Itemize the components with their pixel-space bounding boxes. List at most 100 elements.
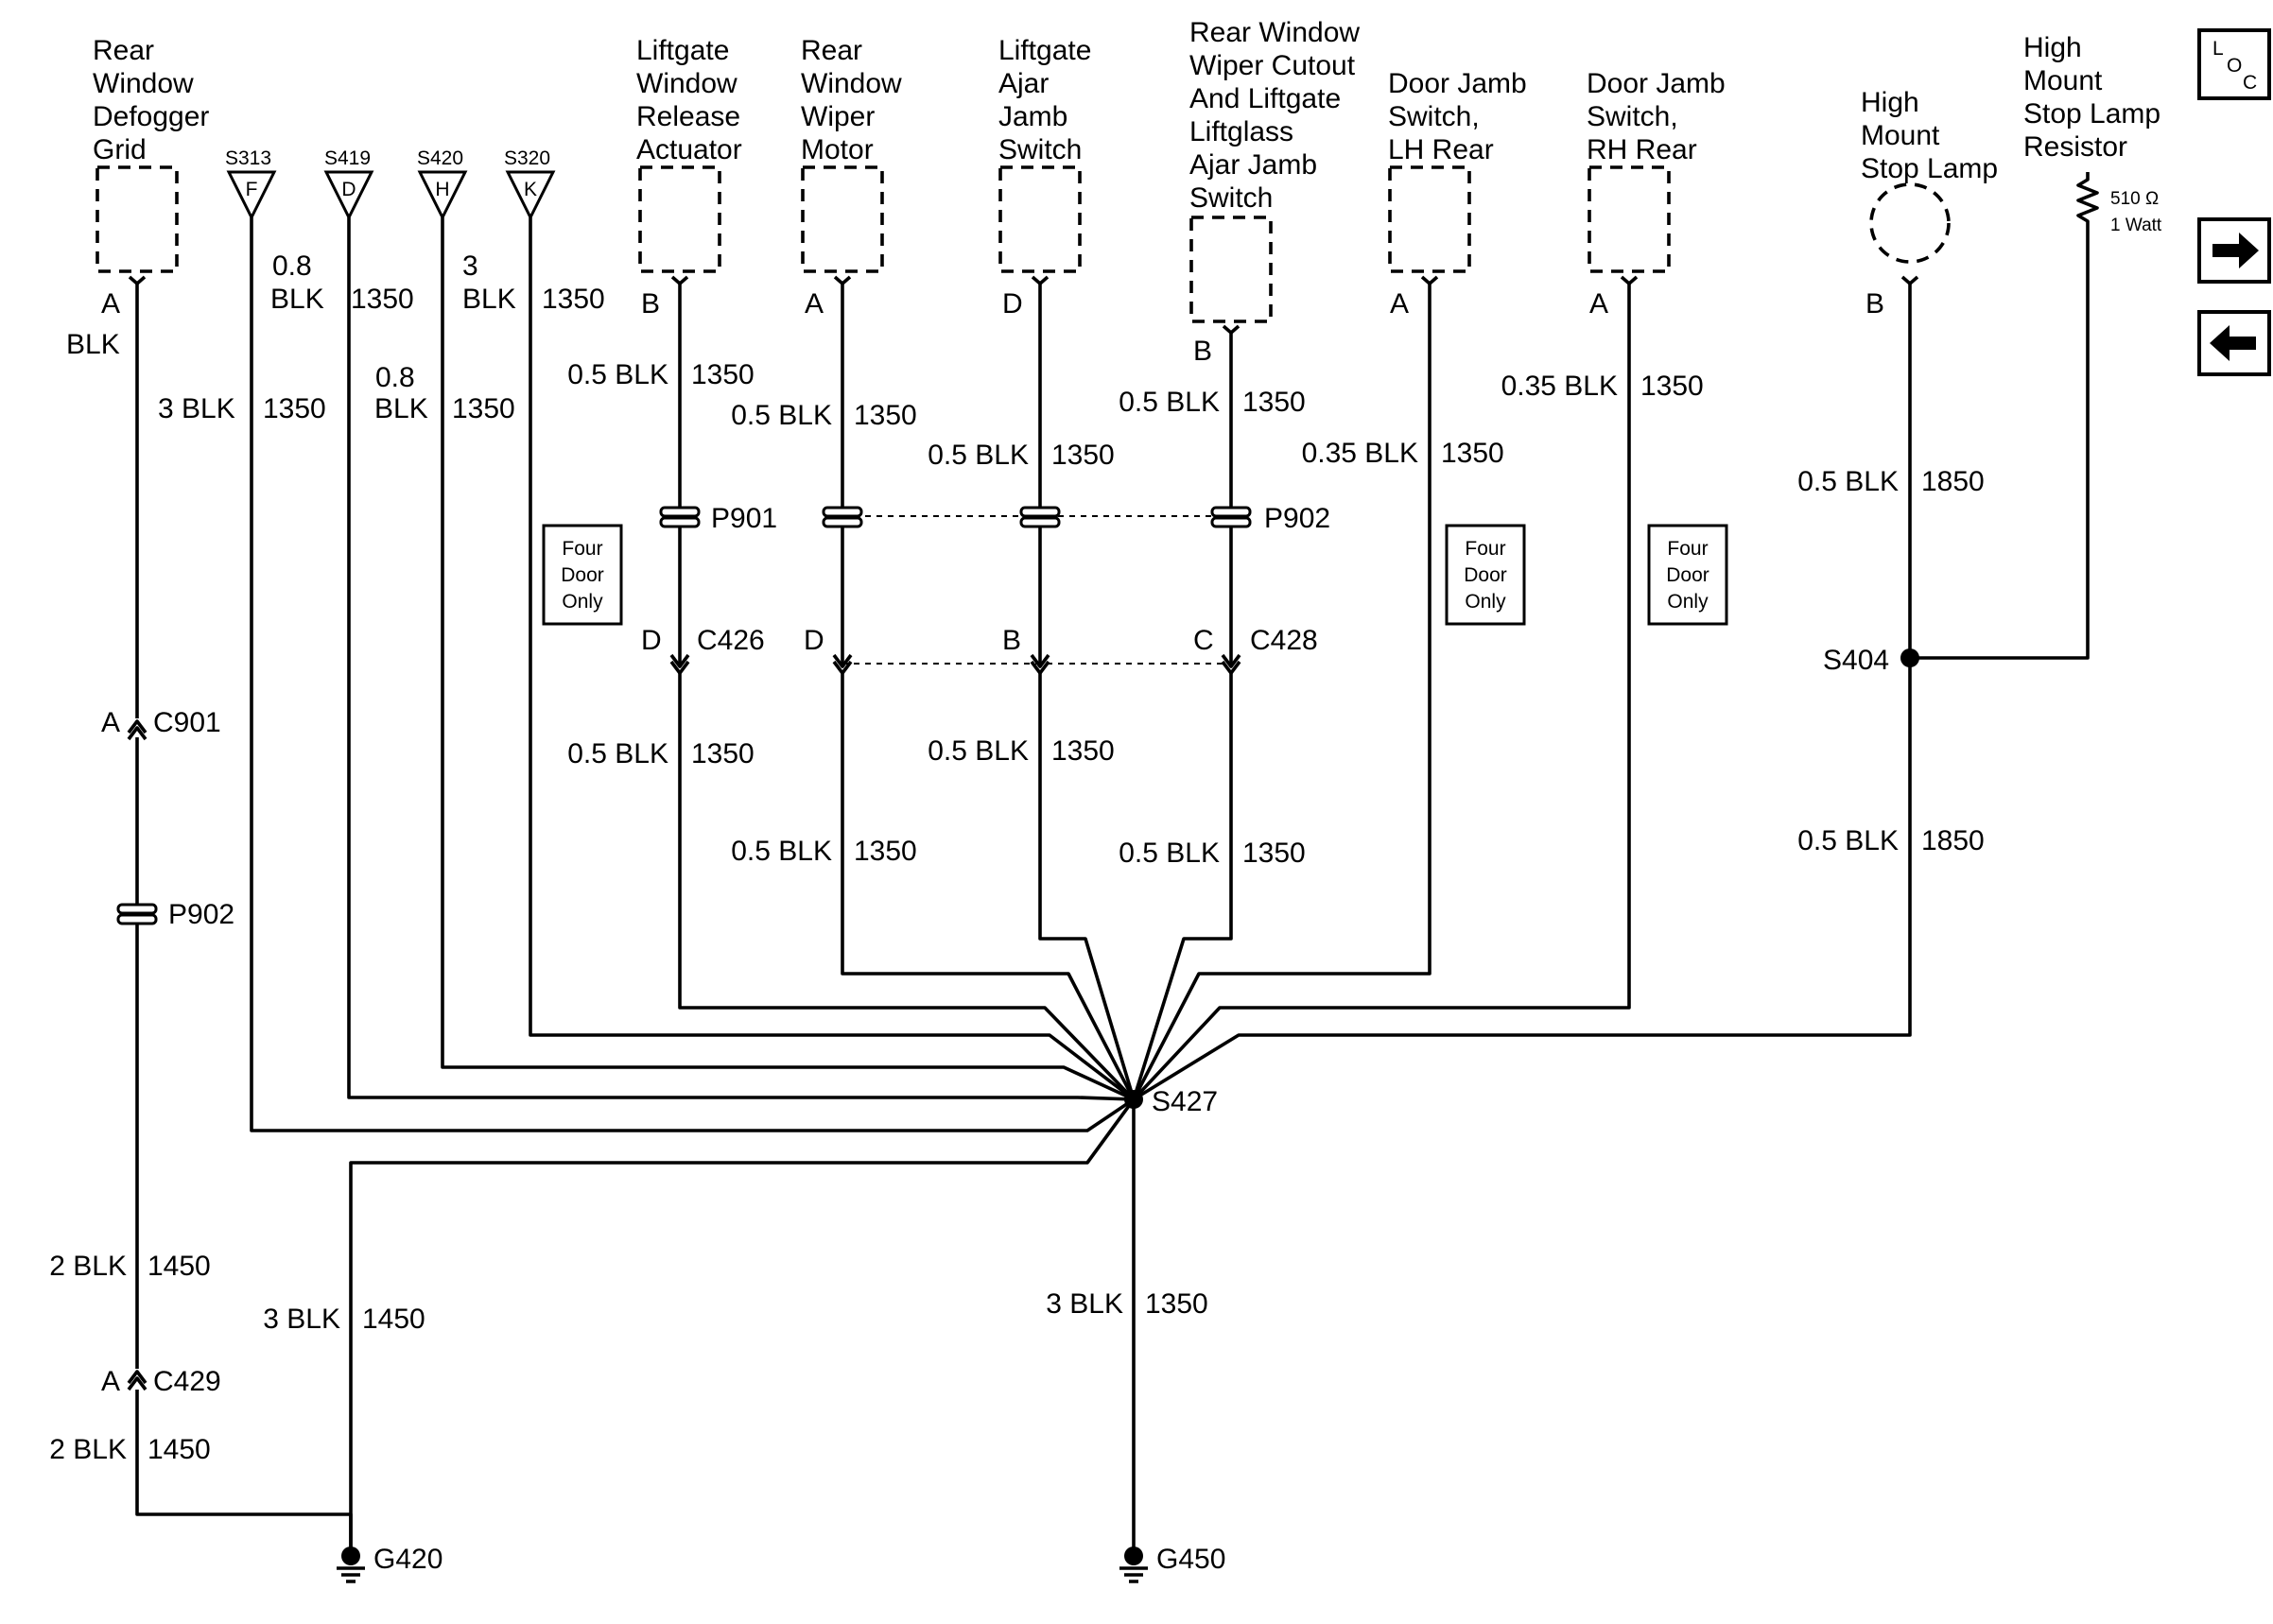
component-titles: Rear Window Defogger Grid Liftgate Windo… xyxy=(93,17,2160,214)
four-door-note-1-line-2: Door xyxy=(561,564,604,586)
resistor-ohms: 510 Ω xyxy=(2110,189,2159,209)
s320-pin: K xyxy=(524,179,537,200)
s419-ref-label: S419 xyxy=(324,147,371,169)
four-door-note-1-line-3: Only xyxy=(562,591,603,613)
c428-ajar-pin: B xyxy=(1002,625,1021,656)
loc-letter-c: C xyxy=(2243,72,2257,94)
s313-low-wire-circuit: 1350 xyxy=(263,393,326,424)
wiper-cutout-title-2: Wiper Cutout xyxy=(1189,50,1356,81)
c429-label: C429 xyxy=(153,1366,221,1397)
inline-connectors: P901 P902 P902 xyxy=(116,503,1330,930)
stop-lamp-resistor: 510 Ω 1 Watt xyxy=(2076,172,2162,235)
g420-wire-circuit: 1450 xyxy=(362,1304,425,1335)
s427-splice-dot xyxy=(1124,1090,1143,1109)
s420-low-wire-color: BLK xyxy=(374,393,428,424)
resistor-title-1: High xyxy=(2023,32,2082,63)
p901-label: P901 xyxy=(711,503,777,534)
g420-ground-icon xyxy=(337,1546,365,1583)
door-jamb-lh-color: 0.35 BLK xyxy=(1302,438,1418,469)
s420-flag-icon xyxy=(417,170,468,221)
door-jamb-lh-circuit: 1350 xyxy=(1441,438,1504,469)
liftgate-ajar-up-circuit: 1350 xyxy=(1051,440,1115,471)
defogger-title-4: Grid xyxy=(93,134,147,165)
left-arrow-icon xyxy=(2210,325,2256,361)
liftgate-ajar-wire-down xyxy=(1038,673,1136,1100)
stop-lamp-down-circuit: 1850 xyxy=(1921,825,1985,856)
loc-letter-o: O xyxy=(2227,55,2242,77)
wiper-cutout-pin: B xyxy=(1193,336,1212,367)
stop-lamp-pin: B xyxy=(1865,288,1884,320)
s313-pin: F xyxy=(246,179,258,200)
s313-wire-size: 0.8 xyxy=(272,251,312,282)
door-jamb-rh-title-3: RH Rear xyxy=(1587,134,1697,165)
door-jamb-lh-wire xyxy=(1132,284,1431,1100)
s320-wire xyxy=(529,217,1136,1101)
defogger-title-2: Window xyxy=(93,68,194,99)
pin-letters: A B A D B A A B xyxy=(101,288,1884,367)
liftgate-release-title-1: Liftgate xyxy=(636,35,729,66)
four-door-note-2-line-3: Only xyxy=(1465,591,1506,613)
resistor-watts: 1 Watt xyxy=(2110,216,2162,235)
s420-ref-label: S420 xyxy=(417,147,463,169)
liftgate-ajar-pin-chevron xyxy=(1031,275,1050,285)
wiper-motor-box xyxy=(801,165,884,273)
g420-branch-wire xyxy=(349,1097,1136,1550)
door-jamb-lh-title-3: LH Rear xyxy=(1388,134,1494,165)
wiper-motor-down-color: 0.5 BLK xyxy=(731,836,832,867)
g450-label: G450 xyxy=(1156,1544,1225,1575)
wiper-motor-pin: A xyxy=(805,288,824,320)
p902-label: P902 xyxy=(1264,503,1330,534)
g450-wire-circuit: 1350 xyxy=(1145,1288,1208,1320)
p902-cutout-connector-icon xyxy=(1210,506,1252,528)
s313-wire-color: BLK xyxy=(270,284,324,315)
s313-wire-circuit: 1350 xyxy=(351,284,414,315)
liftgate-ajar-title-4: Switch xyxy=(998,134,1082,165)
liftgate-release-up-circuit: 1350 xyxy=(691,359,755,390)
s427-label: S427 xyxy=(1152,1086,1218,1117)
defogger-pin-chevron xyxy=(128,275,147,285)
component-boxes xyxy=(95,165,1951,323)
loc-button[interactable]: L O C xyxy=(2197,28,2271,100)
nav-buttons[interactable]: L O C xyxy=(2197,28,2271,376)
g450-ground-icon xyxy=(1119,1546,1148,1583)
g450-wire-color: 3 BLK xyxy=(1046,1288,1123,1320)
resistor-zigzag-icon xyxy=(2076,172,2099,227)
wiper-cutout-title-6: Switch xyxy=(1189,182,1273,214)
right-arrow-icon xyxy=(2212,233,2259,268)
c428-wiper-pin: D xyxy=(804,625,824,656)
c428-label: C428 xyxy=(1250,625,1318,656)
stop-lamp-title-3: Stop Lamp xyxy=(1861,153,1998,184)
s419-wire xyxy=(347,217,1135,1101)
liftgate-ajar-title-1: Liftgate xyxy=(998,35,1091,66)
p901-connector-icon xyxy=(659,506,701,528)
door-jamb-rh-pin-chevron xyxy=(1620,275,1639,285)
resistor-title-2: Mount xyxy=(2023,65,2103,96)
door-jamb-rh-box xyxy=(1588,165,1671,273)
liftgate-ajar-up-color: 0.5 BLK xyxy=(928,440,1029,471)
defogger-mid-circuit: 1450 xyxy=(147,1251,211,1282)
door-jamb-rh-title-1: Door Jamb xyxy=(1587,68,1726,99)
liftgate-release-down-color: 0.5 BLK xyxy=(567,738,668,769)
door-jamb-lh-pin: A xyxy=(1390,288,1409,320)
c426-label: C426 xyxy=(697,625,765,656)
defogger-low-color: 2 BLK xyxy=(49,1434,127,1465)
liftgate-ajar-down-color: 0.5 BLK xyxy=(928,735,1029,767)
wiper-cutout-title-4: Liftglass xyxy=(1189,116,1293,147)
s320-wire-color: BLK xyxy=(462,284,516,315)
resistor-title-3: Stop Lamp xyxy=(2023,98,2160,130)
c901-pin: A xyxy=(101,707,120,738)
g420-label: G420 xyxy=(373,1544,442,1575)
grounds: G420 G450 xyxy=(337,1544,1225,1583)
splices: S427 S404 xyxy=(1124,645,1919,1117)
s320-wire-circuit: 1350 xyxy=(542,284,605,315)
four-door-note-2-line-2: Door xyxy=(1464,564,1507,586)
previous-page-button[interactable] xyxy=(2197,310,2271,376)
next-page-button[interactable] xyxy=(2197,217,2271,284)
defogger-pin: A xyxy=(101,288,120,320)
s420-wire xyxy=(441,217,1135,1101)
liftgate-release-down-circuit: 1350 xyxy=(691,738,755,769)
four-door-note-2-line-1: Four xyxy=(1465,538,1505,560)
liftgate-release-pin-chevron xyxy=(670,275,689,285)
c428-ajar-connector-icon xyxy=(1030,653,1050,675)
